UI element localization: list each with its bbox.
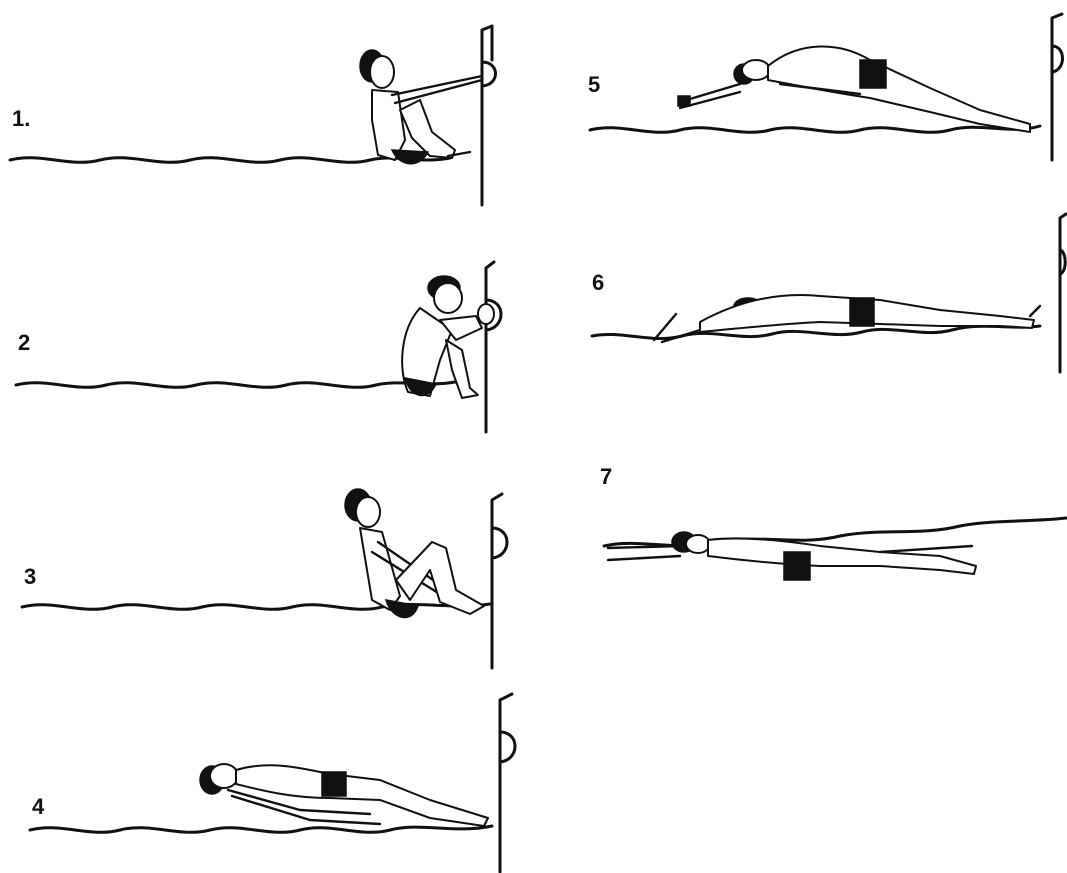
step-1-panel — [10, 26, 496, 205]
water-line-icon — [22, 604, 490, 609]
swimmer-figure-icon — [345, 489, 484, 617]
swimmer-figure-icon — [200, 764, 488, 826]
pool-wall-icon — [486, 262, 501, 432]
water-line-icon — [590, 126, 1040, 132]
water-line-icon — [16, 381, 460, 387]
water-line-icon — [10, 158, 450, 163]
pool-wall-icon — [1060, 214, 1066, 372]
swimmer-figure-icon — [402, 276, 494, 398]
step-2-panel — [16, 262, 501, 432]
water-line-icon — [30, 826, 492, 832]
step-3-panel — [22, 489, 507, 668]
swimmer-figure-icon — [360, 50, 482, 164]
step-7-panel — [604, 518, 1066, 580]
pool-wall-icon — [482, 26, 496, 205]
pool-wall-icon — [500, 694, 515, 872]
pool-wall-icon — [1052, 14, 1063, 160]
step-5-panel — [590, 14, 1063, 160]
swimmer-figure-icon — [678, 46, 1030, 132]
step-4-panel — [30, 694, 515, 872]
step-6-panel — [592, 214, 1066, 372]
pool-wall-icon — [492, 494, 507, 668]
